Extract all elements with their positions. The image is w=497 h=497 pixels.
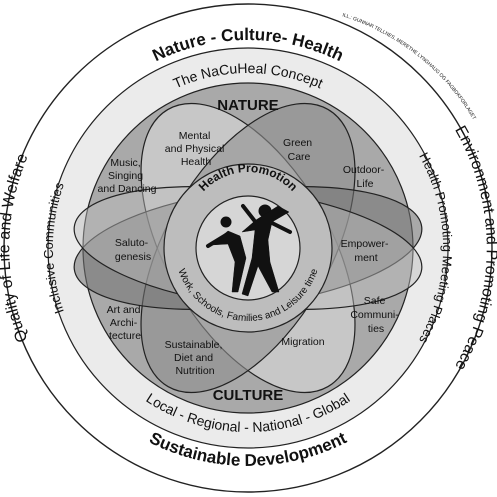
- node-sustainable: Sustainable, Diet and Nutrition: [165, 339, 226, 377]
- node-mental-health: Mental and Physical Health: [165, 130, 227, 168]
- node-green-care: Green Care: [283, 137, 315, 163]
- nature-label: NATURE: [217, 97, 278, 114]
- human-figures-icon: [206, 204, 292, 297]
- node-salutogenesis: Saluto- genesis: [115, 237, 151, 263]
- node-art: Art and Archi- tecture: [107, 304, 144, 342]
- node-migration: Migration: [281, 336, 324, 348]
- node-empowerment: Empower- ment: [341, 238, 392, 264]
- node-safe: Safe Communi- ties: [350, 295, 401, 335]
- culture-label: CULTURE: [213, 387, 284, 404]
- node-music: Music, Singing and Dancing: [98, 157, 157, 195]
- node-outdoor: Outdoor- Life: [343, 164, 387, 190]
